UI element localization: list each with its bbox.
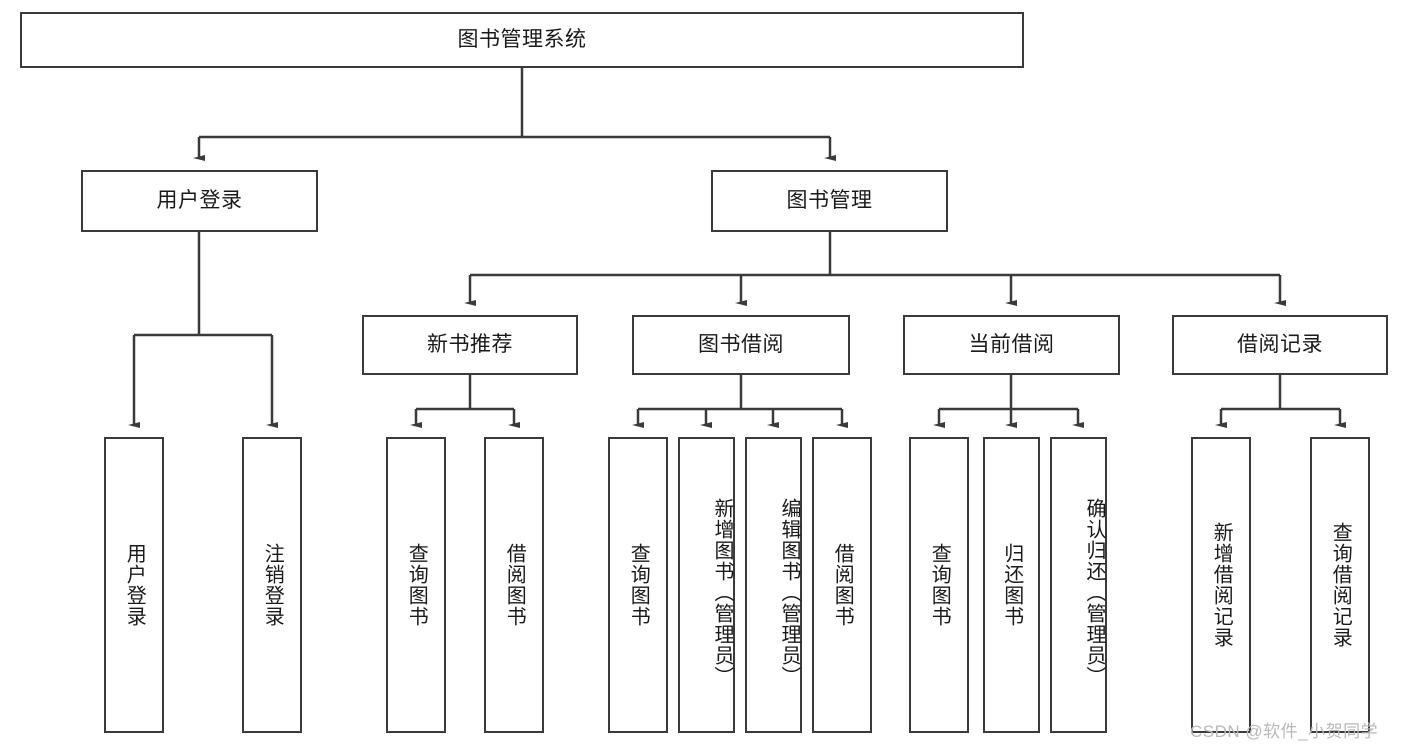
node-new-book-rec[interactable]: 新书推荐	[362, 315, 578, 375]
leaf-add-book[interactable]: 新增图书（管理员）	[678, 437, 735, 733]
node-book-manage[interactable]: 图书管理	[711, 170, 948, 232]
node-system-root[interactable]: 图书管理系统	[20, 12, 1024, 68]
leaf-borrow-book[interactable]: 借阅图书	[812, 437, 872, 733]
node-label: 借阅记录	[1237, 333, 1323, 357]
node-book-borrow[interactable]: 图书借阅	[632, 315, 850, 375]
leaf-user-login[interactable]: 用户登录	[104, 437, 164, 733]
leaf-query-book-borrow[interactable]: 查询图书	[608, 437, 668, 733]
node-label: 图书管理	[786, 189, 873, 213]
csdn-watermark: CSDN @软件_小贺同学	[1190, 722, 1379, 741]
leaf-query-current[interactable]: 查询图书	[909, 437, 969, 733]
node-user-login[interactable]: 用户登录	[81, 170, 318, 232]
node-current-borrow[interactable]: 当前借阅	[903, 315, 1120, 375]
leaf-logout[interactable]: 注销登录	[242, 437, 302, 733]
node-label: 用户登录	[156, 189, 243, 213]
leaf-return-book[interactable]: 归还图书	[983, 437, 1040, 733]
node-label: 图书管理系统	[457, 28, 587, 52]
leaf-query-book-rec[interactable]: 查询图书	[386, 437, 446, 733]
leaf-add-record[interactable]: 新增借阅记录	[1191, 437, 1251, 733]
node-label: 当前借阅	[968, 333, 1055, 357]
leaf-query-record[interactable]: 查询借阅记录	[1310, 437, 1370, 733]
node-borrow-record[interactable]: 借阅记录	[1172, 315, 1388, 375]
leaf-edit-book[interactable]: 编辑图书（管理员）	[745, 437, 802, 733]
leaf-confirm-return[interactable]: 确认归还（管理员）	[1050, 437, 1107, 733]
node-label: 新书推荐	[427, 333, 513, 357]
leaf-borrow-book-rec[interactable]: 借阅图书	[484, 437, 544, 733]
node-label: 图书借阅	[698, 333, 784, 357]
